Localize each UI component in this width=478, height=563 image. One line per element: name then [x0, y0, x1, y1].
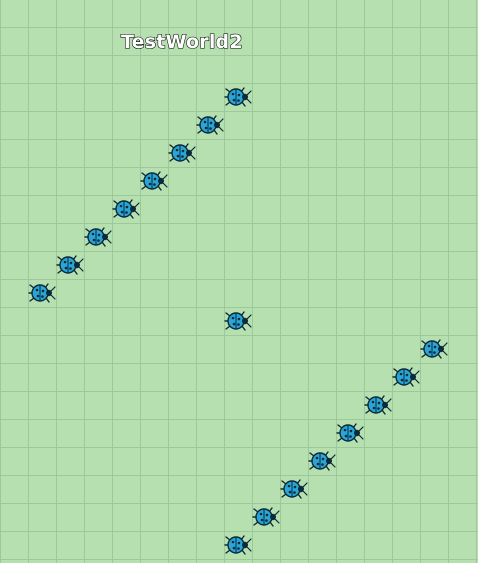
bug-icon[interactable] — [196, 111, 224, 139]
bug-icon[interactable] — [280, 475, 308, 503]
bug-icon[interactable] — [84, 223, 112, 251]
bug-icon[interactable] — [224, 531, 252, 559]
bug-icon[interactable] — [336, 419, 364, 447]
bug-icon[interactable] — [140, 167, 168, 195]
world-title: TestWorld2 — [120, 30, 243, 53]
bug-icon[interactable] — [224, 307, 252, 335]
bug-icon[interactable] — [56, 251, 84, 279]
bug-icon[interactable] — [112, 195, 140, 223]
bug-icon[interactable] — [224, 83, 252, 111]
bug-icon[interactable] — [392, 363, 420, 391]
bug-icon[interactable] — [364, 391, 392, 419]
bug-icon[interactable] — [308, 447, 336, 475]
bug-icon[interactable] — [420, 335, 448, 363]
bug-icon[interactable] — [168, 139, 196, 167]
bug-icon[interactable] — [28, 279, 56, 307]
bug-icon[interactable] — [252, 503, 280, 531]
